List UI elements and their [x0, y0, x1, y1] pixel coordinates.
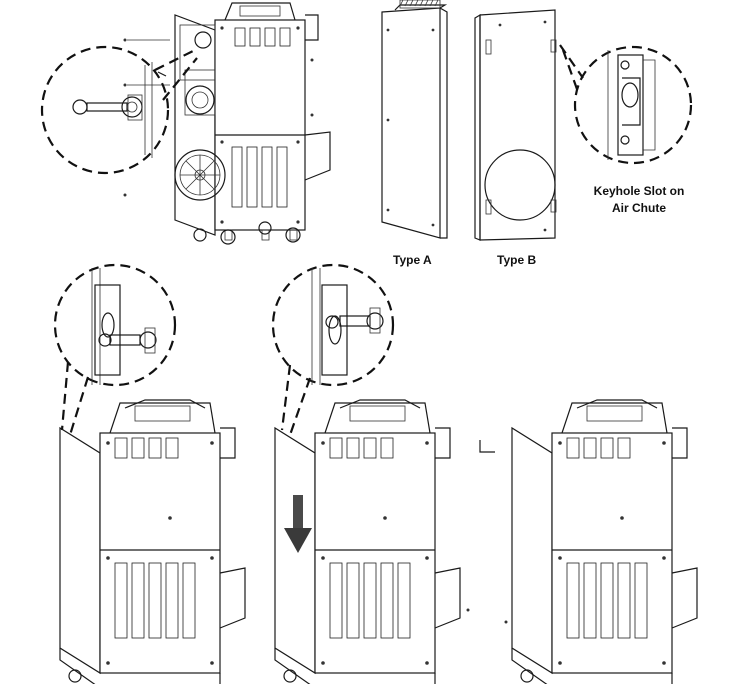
type-a-label: Type A — [393, 253, 432, 267]
type-a-panel — [381, 0, 448, 239]
top-machine-open — [40, 2, 331, 245]
detail-callout-left — [53, 263, 177, 436]
bottom-machine-right — [511, 399, 698, 689]
type-b-label: Type B — [497, 253, 537, 267]
bottom-machine-left — [59, 399, 246, 689]
down-arrow-icon — [284, 495, 312, 553]
loose-screws — [466, 440, 508, 624]
keyhole-label-line2: Air Chute — [612, 201, 666, 215]
keyhole-label-line1: Keyhole Slot on — [593, 184, 685, 198]
keyhole-slot-label: Keyhole Slot on Air Chute — [574, 183, 704, 217]
detail-callout-middle — [271, 263, 395, 436]
type-b-panel — [474, 9, 693, 241]
